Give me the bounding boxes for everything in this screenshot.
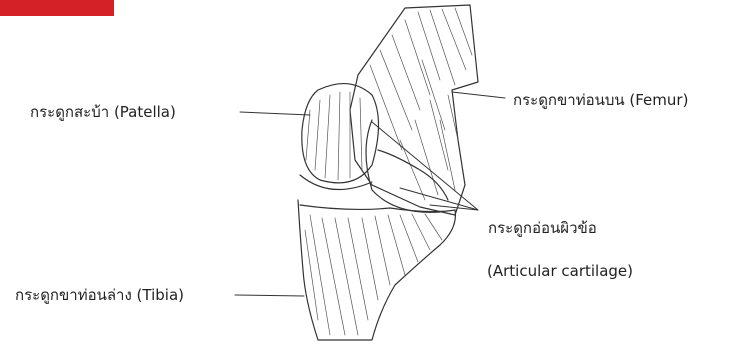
label-patella: กระดูกสะบ้า (Patella)	[30, 103, 176, 121]
label-femur: กระดูกขาท่อนบน (Femur)	[513, 91, 688, 109]
leader-tibia	[235, 295, 304, 296]
leader-femur	[452, 92, 505, 98]
label-articular-cartilage-english: (Articular cartilage)	[487, 262, 633, 280]
leader-cartilage-2	[400, 188, 478, 210]
label-articular-cartilage-thai: กระดูกอ่อนผิวข้อ	[488, 219, 597, 237]
label-tibia: กระดูกขาท่อนล่าง (Tibia)	[15, 286, 184, 304]
patella-hatching	[306, 92, 362, 180]
articular-cartilage-tibia	[300, 205, 455, 212]
tibia-hatching	[305, 214, 442, 335]
leader-patella	[240, 112, 310, 115]
tibia-bone	[298, 200, 455, 340]
